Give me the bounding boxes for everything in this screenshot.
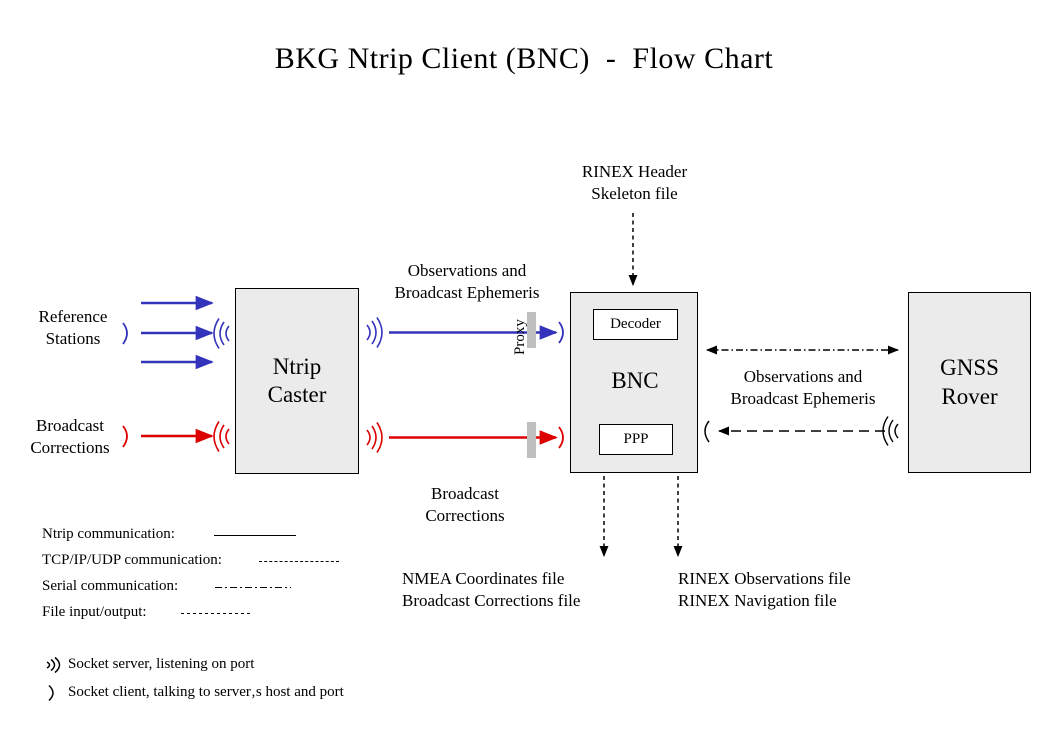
legend-row-socket-server: Socket server, listening on port (40, 652, 460, 680)
legend-label-socket-server: Socket server, listening on port (68, 656, 255, 672)
node-gnss-rover[interactable]: GNSS Rover (908, 292, 1031, 473)
nmea-output-files-label: NMEA Coordinates file Broadcast Correcti… (402, 569, 581, 610)
reference-stations-to-caster-arrows (141, 295, 214, 370)
legend-row-tcp: TCP/IP/UDP communication: (42, 550, 372, 576)
legend-label-tcp: TCP/IP/UDP communication: (42, 552, 222, 568)
ntrip-caster-line2: Caster (267, 382, 327, 407)
ntrip-caster-line1: Ntrip (272, 353, 322, 379)
broadcast-corrections-label-caster-bnc: Broadcast Corrections (425, 484, 505, 525)
observations-ephemeris-label-caster-bnc: Observations and Broadcast Ephemeris (394, 261, 540, 302)
node-bnc[interactable]: Decoder BNC PPP (570, 292, 698, 473)
broadcast-corrections-source-label: Broadcast Corrections (30, 416, 110, 457)
legend-sample-dotted (181, 613, 253, 615)
legend-label-serial: Serial communication: (42, 578, 179, 594)
socket-server-icon-caster-in-red (213, 421, 230, 452)
legend-label-ntrip: Ntrip communication: (42, 526, 175, 542)
gnss-rover-line2: Rover (941, 383, 998, 409)
legend-sample-dashed (259, 561, 339, 562)
node-bnc-decoder[interactable]: Decoder (593, 309, 678, 340)
socket-server-icon-caster-out-blue (366, 317, 383, 348)
socket-server-icon-caster-in-blue (213, 318, 230, 349)
legend-row-socket-client: Socket client, talking to server‚s host … (40, 680, 460, 708)
socket-client-icon (48, 684, 54, 702)
ppp-label: PPP (623, 431, 649, 448)
legend-row-ntrip: Ntrip communication: (42, 524, 372, 550)
gnss-rover-line1: GNSS (940, 355, 999, 381)
page-title: BKG Ntrip Client (BNC) - Flow Chart (274, 42, 774, 75)
reference-stations-label: Reference Stations (38, 307, 108, 348)
socket-client-icon-bnc-in-blue (558, 321, 564, 344)
node-ntrip-caster[interactable]: Ntrip Caster (235, 288, 359, 474)
socket-server-icon-rover (882, 416, 899, 446)
socket-server-icon (46, 656, 61, 674)
legend-socket-types: Socket server, listening on port Socket … (40, 652, 460, 708)
legend-sample-solid (214, 535, 296, 536)
observations-ephemeris-label-bnc-rover: Observations and Broadcast Ephemeris (730, 367, 876, 408)
socket-client-icon-bnc-rover (704, 420, 710, 443)
legend-label-file-io: File input/output: (42, 604, 147, 620)
socket-client-icon-bnc-in-red (558, 426, 564, 449)
legend-sample-dash-dot (215, 587, 291, 589)
socket-server-icon-caster-out-red (366, 422, 383, 453)
node-bnc-ppp[interactable]: PPP (599, 424, 673, 455)
rinex-header-skeleton-file-label: RINEX Header Skeleton file (581, 162, 688, 203)
proxy-label: Proxy (512, 319, 528, 355)
legend-label-socket-client: Socket client, talking to server‚s host … (68, 684, 344, 700)
legend-line-styles: Ntrip communication: TCP/IP/UDP communic… (42, 524, 372, 628)
proxy-bar-top (527, 312, 536, 348)
legend-row-serial: Serial communication: (42, 576, 372, 602)
proxy-bar-bottom (527, 422, 536, 458)
rinex-output-files-label: RINEX Observations file RINEX Navigation… (678, 569, 851, 610)
legend-row-file-io: File input/output: (42, 602, 372, 628)
decoder-label: Decoder (610, 316, 661, 333)
bnc-label: BNC (611, 368, 659, 393)
